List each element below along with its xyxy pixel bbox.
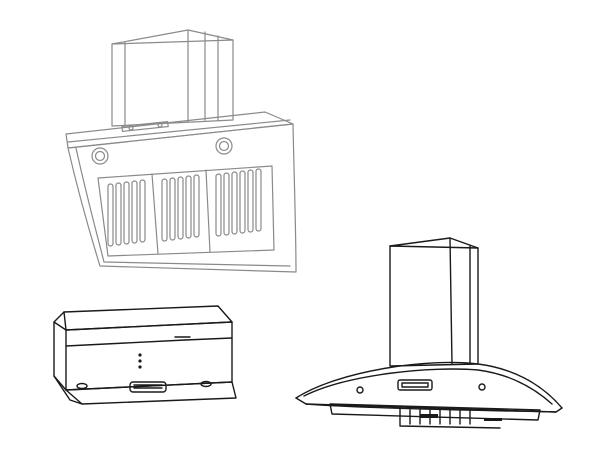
slim-hood-side — [53, 311, 67, 391]
angled-hood-filter-middle — [161, 174, 200, 242]
curved-hood-filter — [329, 403, 541, 429]
angled-hood-panel — [67, 123, 297, 273]
slim-range-hood-icon — [53, 305, 237, 405]
slim-hood-light-right — [200, 380, 212, 388]
slim-hood-front — [65, 321, 233, 391]
curved-glass-chimney-hood-icon — [295, 237, 563, 429]
slim-hood-light-left — [76, 382, 88, 390]
angled-hood-filter-right — [215, 168, 262, 237]
slim-hood-bottom — [65, 381, 237, 405]
curved-hood-light-left — [356, 386, 364, 394]
curved-hood-control-panel — [397, 379, 433, 391]
slim-hood-indicator — [138, 353, 142, 357]
curved-hood-canopy — [295, 361, 563, 413]
angled-hood-chimney — [111, 29, 234, 127]
angled-hood-filter-left — [107, 179, 146, 247]
angled-range-hood-icon — [65, 29, 297, 273]
curved-hood-chimney — [389, 237, 479, 367]
slim-hood-fan — [129, 381, 167, 393]
angled-hood-top-plate — [65, 111, 294, 149]
curved-hood-light-right — [478, 383, 486, 391]
